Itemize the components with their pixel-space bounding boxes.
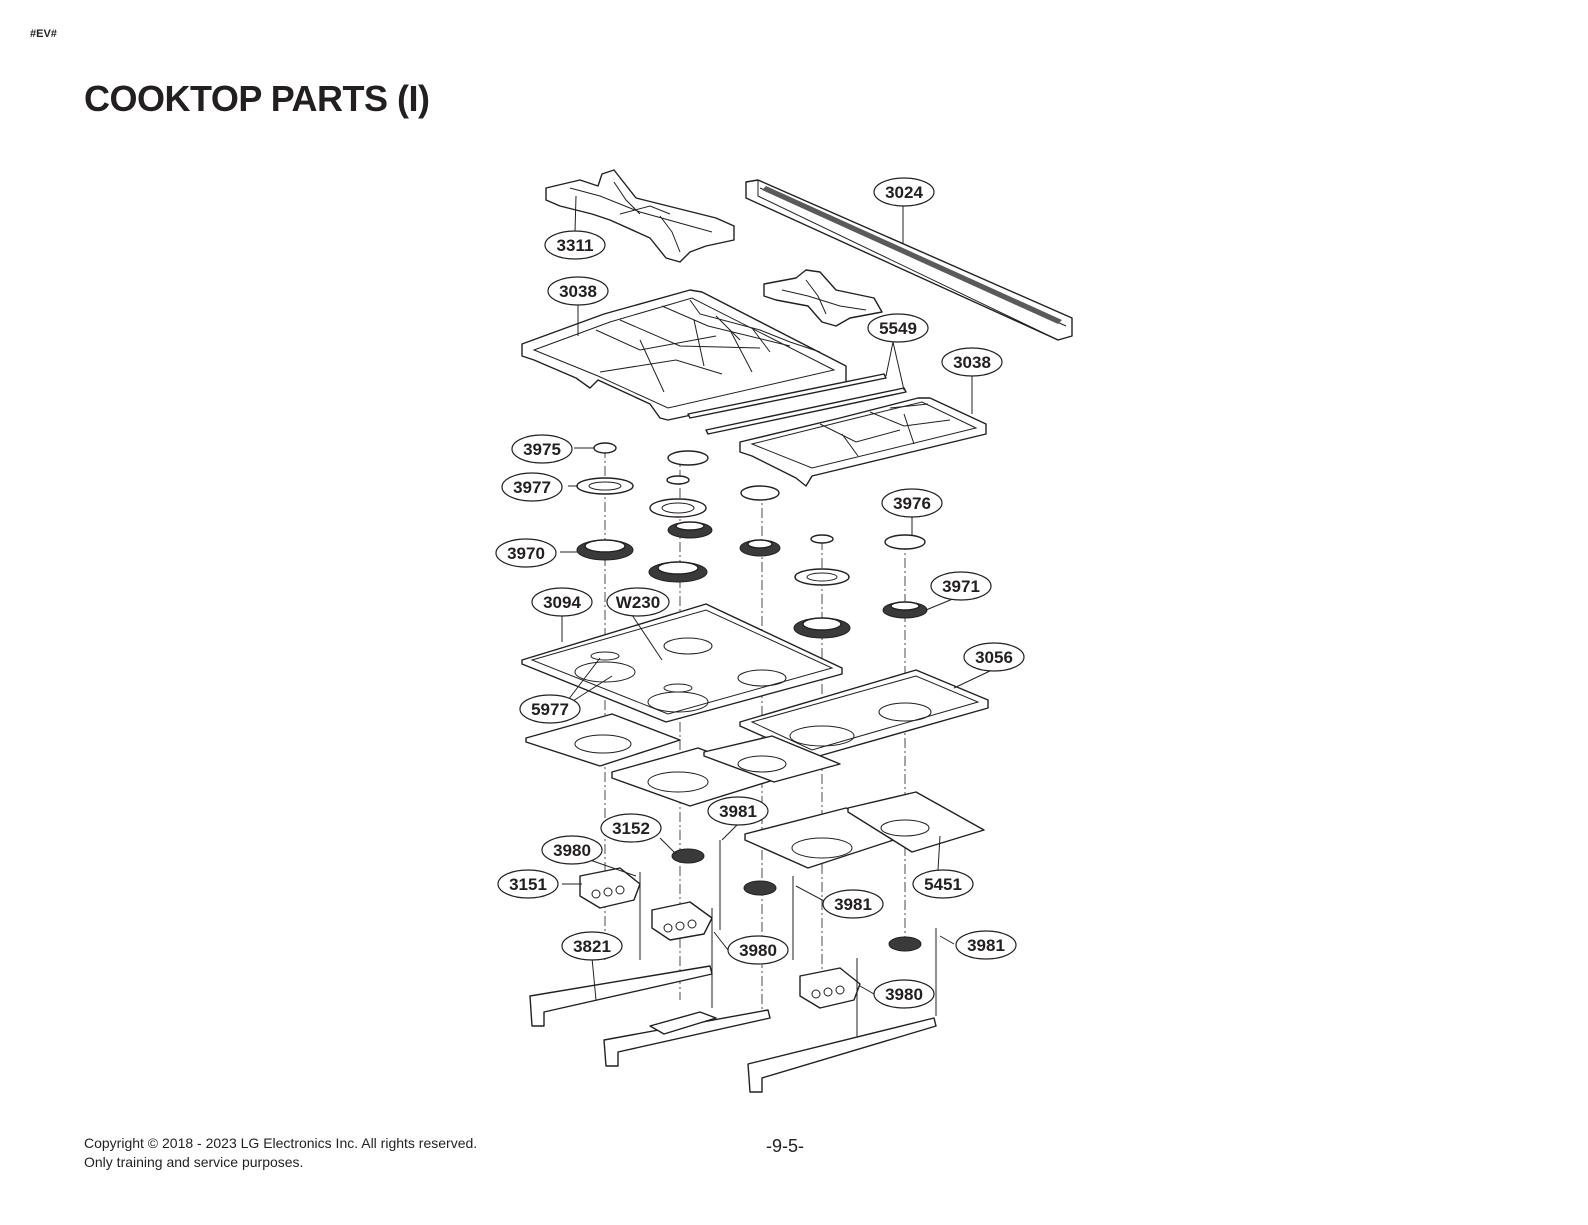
svg-text:3151: 3151 [509,875,547,894]
main-grate-3038-left [521,289,847,421]
callout-3971: 3971 [930,571,992,601]
callout-5549: 5549 [867,313,929,343]
svg-text:3094: 3094 [543,593,581,612]
svg-text:3980: 3980 [885,985,923,1004]
svg-text:3038: 3038 [559,282,597,301]
svg-text:3152: 3152 [612,819,650,838]
callout-3024: 3024 [873,177,935,207]
callout-5977: 5977 [519,694,581,724]
cooktop-3094 [521,603,843,723]
svg-text:3056: 3056 [975,648,1013,667]
center-grate-3311 [545,169,735,263]
callout-3980-a: 3980 [541,835,603,865]
callout-3094: 3094 [531,587,593,617]
svg-text:5451: 5451 [924,875,962,894]
callout-3151: 3151 [497,869,559,899]
callout-3981-a: 3981 [707,796,769,826]
cooktop-3056 [739,669,989,759]
burner-bodies [579,848,922,1009]
copyright-line-2: Only training and service purposes. [84,1154,304,1170]
svg-text:3980: 3980 [739,941,777,960]
back-trim-3024 [745,179,1073,341]
trim-strips-5549 [687,373,907,435]
burner-heads [576,521,928,639]
callout-3821: 3821 [561,931,623,961]
side-grate [763,269,883,327]
svg-text:3311: 3311 [557,236,594,255]
svg-text:3038: 3038 [953,353,991,372]
bottom-brackets [529,965,937,1093]
callout-3981-c: 3981 [955,930,1017,960]
svg-text:3024: 3024 [885,183,923,202]
callout-3976: 3976 [881,488,943,518]
callout-3977: 3977 [501,472,563,502]
callout-3038-left: 3038 [547,276,609,306]
svg-text:3981: 3981 [967,936,1005,955]
copyright-notice: Copyright © 2018 - 2023 LG Electronics I… [84,1134,477,1172]
igniters [639,840,937,1040]
svg-text:3977: 3977 [513,478,551,497]
svg-text:W230: W230 [616,593,660,612]
callout-5451: 5451 [912,869,974,899]
svg-text:5549: 5549 [879,319,917,338]
burner-caps [576,442,926,586]
svg-text:3971: 3971 [942,577,980,596]
svg-text:3980: 3980 [553,841,591,860]
svg-text:3981: 3981 [834,895,872,914]
callout-3056: 3056 [963,642,1025,672]
callout-3980-b: 3980 [727,935,789,965]
callout-3038-right: 3038 [941,347,1003,377]
page-number: -9-5- [766,1136,805,1156]
svg-text:3981: 3981 [719,802,757,821]
svg-text:3976: 3976 [893,494,931,513]
callout-3152: 3152 [600,813,662,843]
main-grate-3038-right [739,397,987,487]
page-title: COOKTOP PARTS (I) [84,78,430,119]
svg-text:3821: 3821 [573,937,611,956]
callout-3980-c: 3980 [873,979,935,1009]
callout-3311: 3311 [544,230,606,260]
callout-3975: 3975 [511,434,573,464]
copyright-line-1: Copyright © 2018 - 2023 LG Electronics I… [84,1135,478,1151]
svg-text:3975: 3975 [523,440,561,459]
callout-3970: 3970 [495,538,557,568]
svg-text:5977: 5977 [531,700,569,719]
document-tag: #EV# [30,28,57,40]
part-callouts: 3311 3024 3038 5549 3038 3975 3977 3976 … [495,177,1025,1009]
callout-3981-b: 3981 [822,889,884,919]
svg-text:3970: 3970 [507,544,545,563]
lower-heat-shields [525,713,985,869]
callout-W230: W230 [606,587,670,617]
